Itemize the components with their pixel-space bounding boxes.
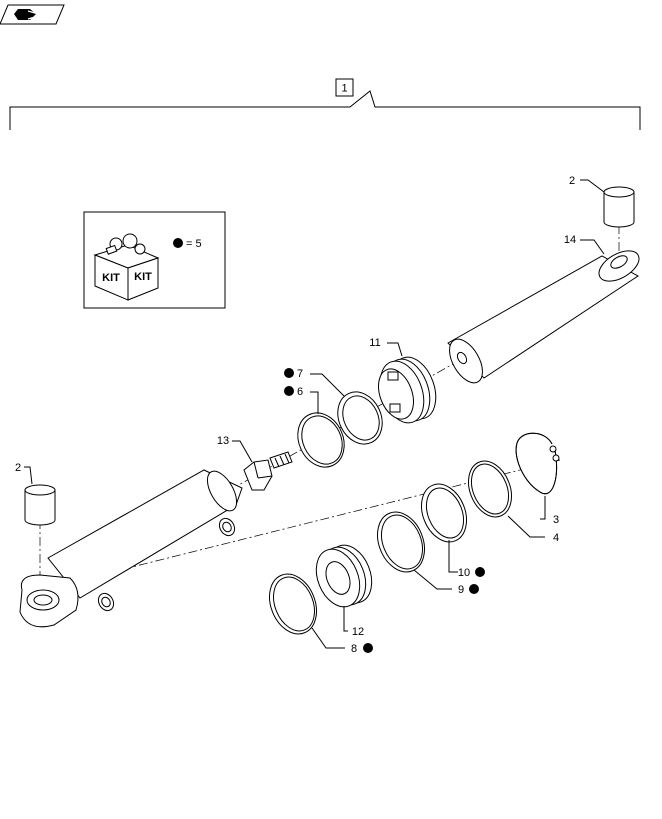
kit-marker-dot-icon	[363, 643, 373, 653]
seal-ring-10	[421, 483, 467, 543]
page-navigation-icon[interactable]	[0, 4, 65, 25]
assembly-callout-box	[335, 78, 354, 97]
kit-marker-dot-icon	[284, 386, 294, 396]
callout-7: 7	[297, 368, 303, 380]
callout-4: 4	[553, 532, 559, 544]
callout-9: 9	[458, 584, 464, 596]
callout-11: 11	[369, 337, 380, 349]
callout-2-top: 2	[569, 175, 575, 187]
kit-legend: KIT KIT = 5	[83, 211, 226, 309]
assembly-bracket: 1	[9, 78, 641, 130]
callout-12: 12	[352, 626, 364, 638]
kit-legend-text: = 5	[186, 238, 202, 250]
callout-6: 6	[297, 386, 303, 398]
kit-badge-right: KIT	[134, 271, 152, 283]
piston	[378, 356, 437, 424]
callout-10: 10	[458, 567, 470, 579]
callout-13: 13	[217, 435, 229, 447]
snap-ring	[515, 432, 560, 495]
piston-rod	[447, 250, 640, 384]
pin-top	[603, 186, 635, 228]
kit-marker-dot-icon	[469, 584, 479, 594]
seal-ring-9	[377, 511, 425, 573]
callout-3: 3	[553, 514, 559, 526]
assembly-callout: 1	[341, 83, 347, 95]
seal-ring-6	[297, 412, 345, 468]
callout-14: 14	[564, 234, 576, 246]
kit-marker-dot-icon	[284, 368, 294, 378]
bolt	[243, 451, 293, 491]
callout-8: 8	[351, 643, 357, 655]
callout-2-left: 2	[15, 462, 21, 474]
kit-badge-left: KIT	[102, 272, 120, 284]
cylinder-barrel	[19, 469, 243, 628]
kit-marker-dot-icon	[173, 238, 183, 248]
pin-left	[24, 484, 56, 526]
wire-ring	[468, 460, 512, 518]
gland	[315, 544, 373, 608]
seal-ring-8	[269, 573, 317, 635]
seal-ring-7	[337, 391, 383, 445]
kit-marker-dot-icon	[475, 567, 485, 577]
kit-box-icon: KIT KIT	[93, 233, 160, 301]
